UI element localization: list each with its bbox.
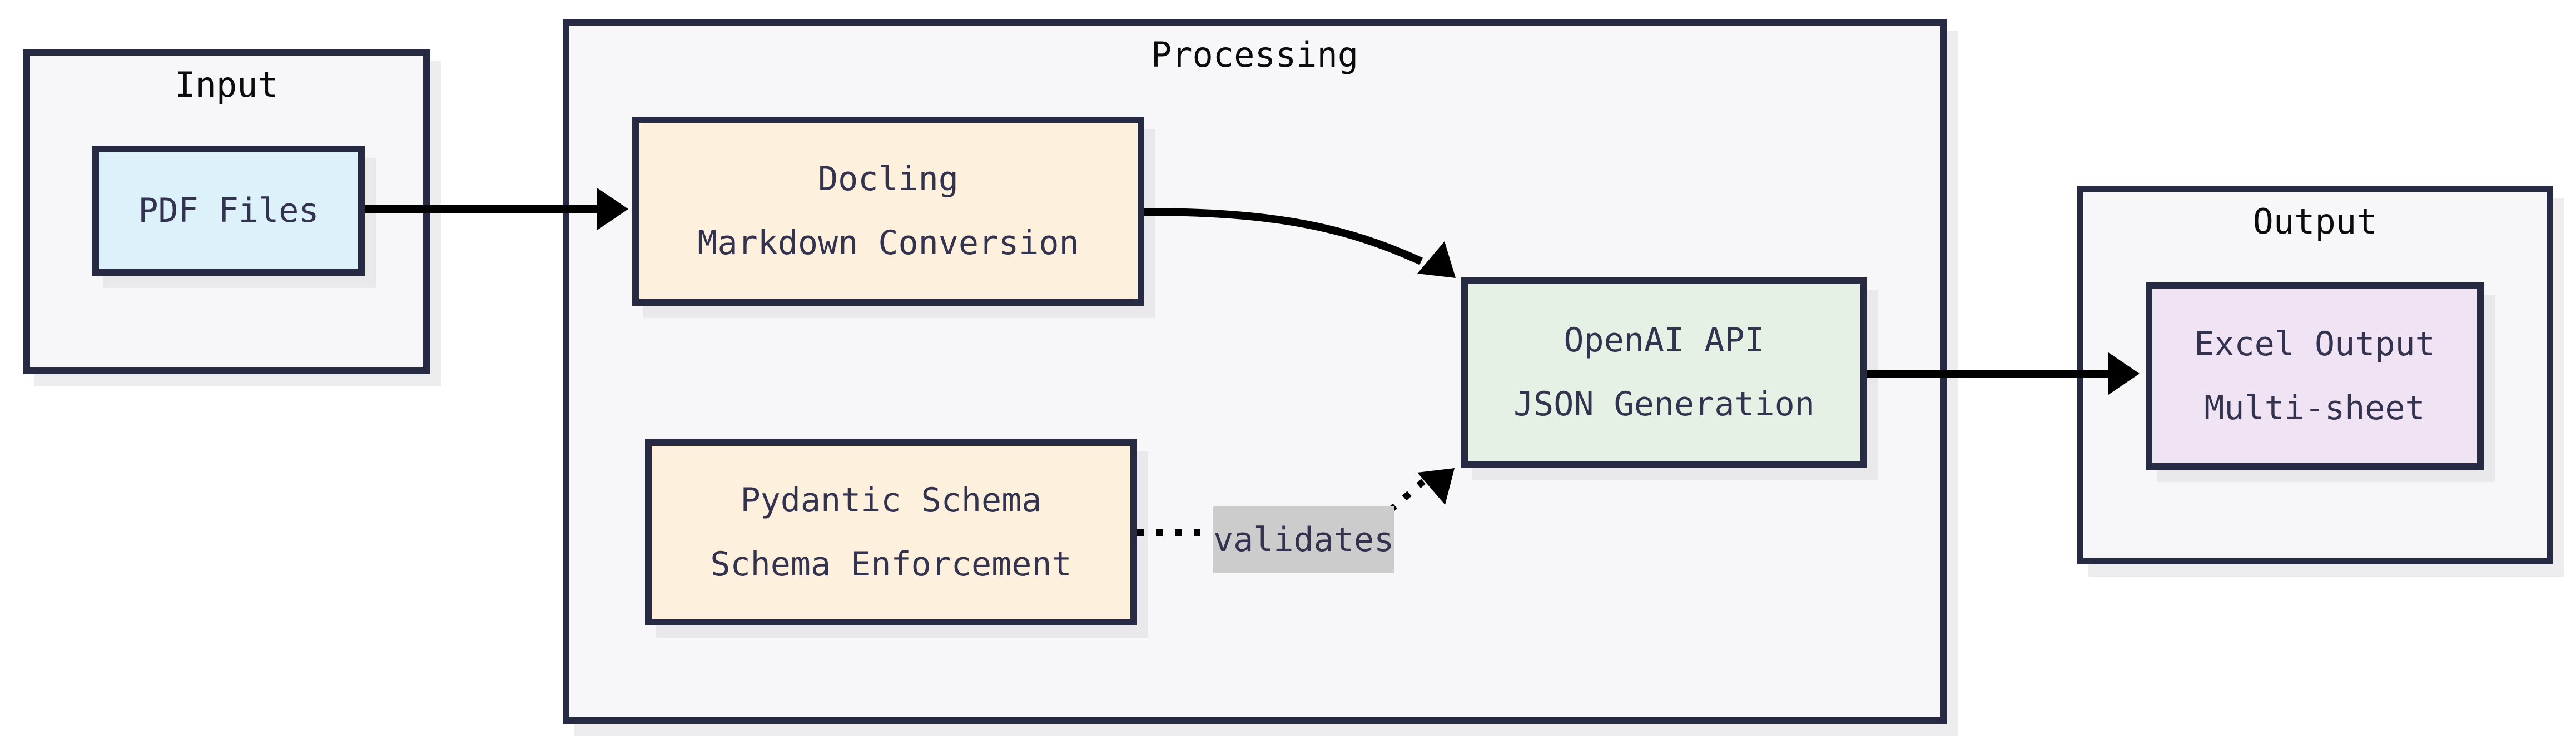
docling-node: Docling Markdown Conversion: [632, 117, 1144, 306]
excel-output-node-line2: Multi-sheet: [2204, 388, 2425, 428]
pydantic-schema-node-line2: Schema Enforcement: [710, 544, 1072, 584]
processing-container-title: Processing: [1150, 34, 1359, 75]
openai-api-node-line1: OpenAI API: [1564, 321, 1765, 360]
output-container-title: Output: [2252, 201, 2378, 242]
pydantic-schema-node: Pydantic Schema Schema Enforcement: [645, 439, 1137, 625]
pydantic-schema-node-line1: Pydantic Schema: [740, 480, 1042, 520]
excel-output-node-line1: Excel Output: [2194, 324, 2435, 364]
input-container-title: Input: [175, 64, 279, 105]
docling-node-line1: Docling: [818, 160, 959, 198]
pdf-files-node-label: PDF Files: [138, 191, 319, 230]
docling-node-line2: Markdown Conversion: [697, 224, 1079, 262]
edge-label-validates: validates: [1213, 506, 1394, 573]
excel-output-node: Excel Output Multi-sheet: [2146, 282, 2484, 470]
openai-api-node-line2: JSON Generation: [1513, 385, 1815, 424]
openai-api-node: OpenAI API JSON Generation: [1461, 277, 1867, 468]
pdf-files-node: PDF Files: [92, 146, 365, 276]
